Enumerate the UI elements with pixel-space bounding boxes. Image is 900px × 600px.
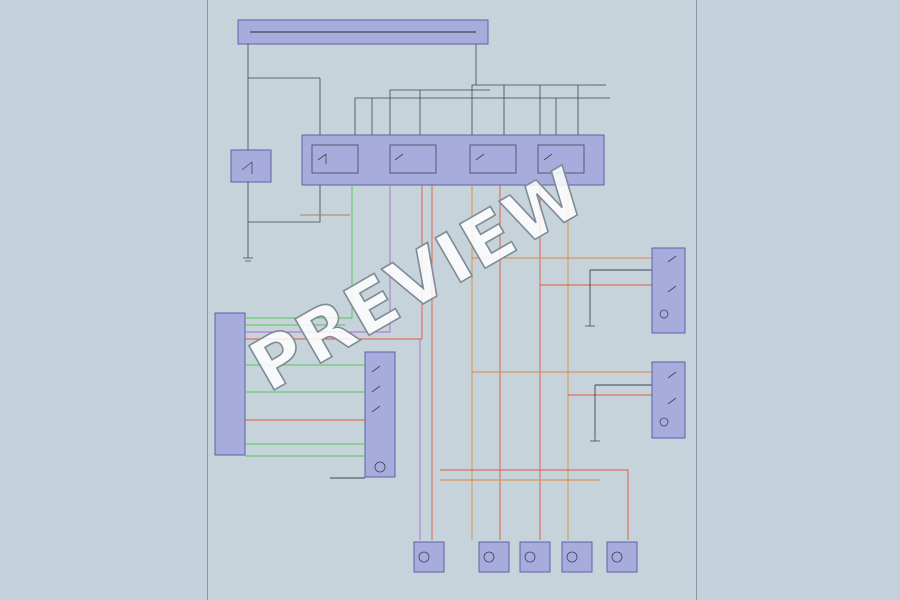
switch-assembly-contacts: [371, 365, 386, 473]
motor-icon-3: [524, 551, 536, 563]
relay-group: [311, 144, 585, 174]
right-switch-contacts: [659, 255, 677, 427]
relay-module-box: [301, 134, 605, 186]
ground-icon-2: [585, 320, 595, 327]
preview-watermark: PREVIEW: [236, 151, 599, 408]
wire-red-1: [245, 185, 423, 340]
switch-symbol: [241, 161, 253, 174]
wiring-sheet: [207, 0, 697, 600]
ground-icon-1: [243, 252, 253, 262]
motor-icon-5: [611, 551, 623, 563]
relay-1: [311, 144, 359, 174]
left-control-module: [214, 312, 246, 456]
wire-green-1: [245, 185, 353, 319]
motor-icon-2: [483, 551, 495, 563]
colored-wires: [245, 185, 652, 540]
wire-purple: [245, 185, 391, 333]
motor-symbols: [418, 551, 623, 563]
actuator-row: [413, 541, 638, 573]
right-lock-switch-lower: [651, 361, 686, 439]
ground-icon-3: [590, 435, 600, 442]
relay-4: [537, 144, 585, 174]
relay-3: [469, 144, 517, 174]
relay-2: [389, 144, 437, 174]
wire-red-h3: [440, 469, 629, 540]
switch-assembly-box: [364, 351, 396, 478]
left-switch-box: [230, 149, 272, 183]
motor-icon-4: [566, 551, 578, 563]
dark-wires: [247, 44, 610, 252]
motor-icon-1: [418, 551, 430, 563]
ground-symbols: [243, 252, 600, 442]
right-lock-switch-upper: [651, 247, 686, 334]
